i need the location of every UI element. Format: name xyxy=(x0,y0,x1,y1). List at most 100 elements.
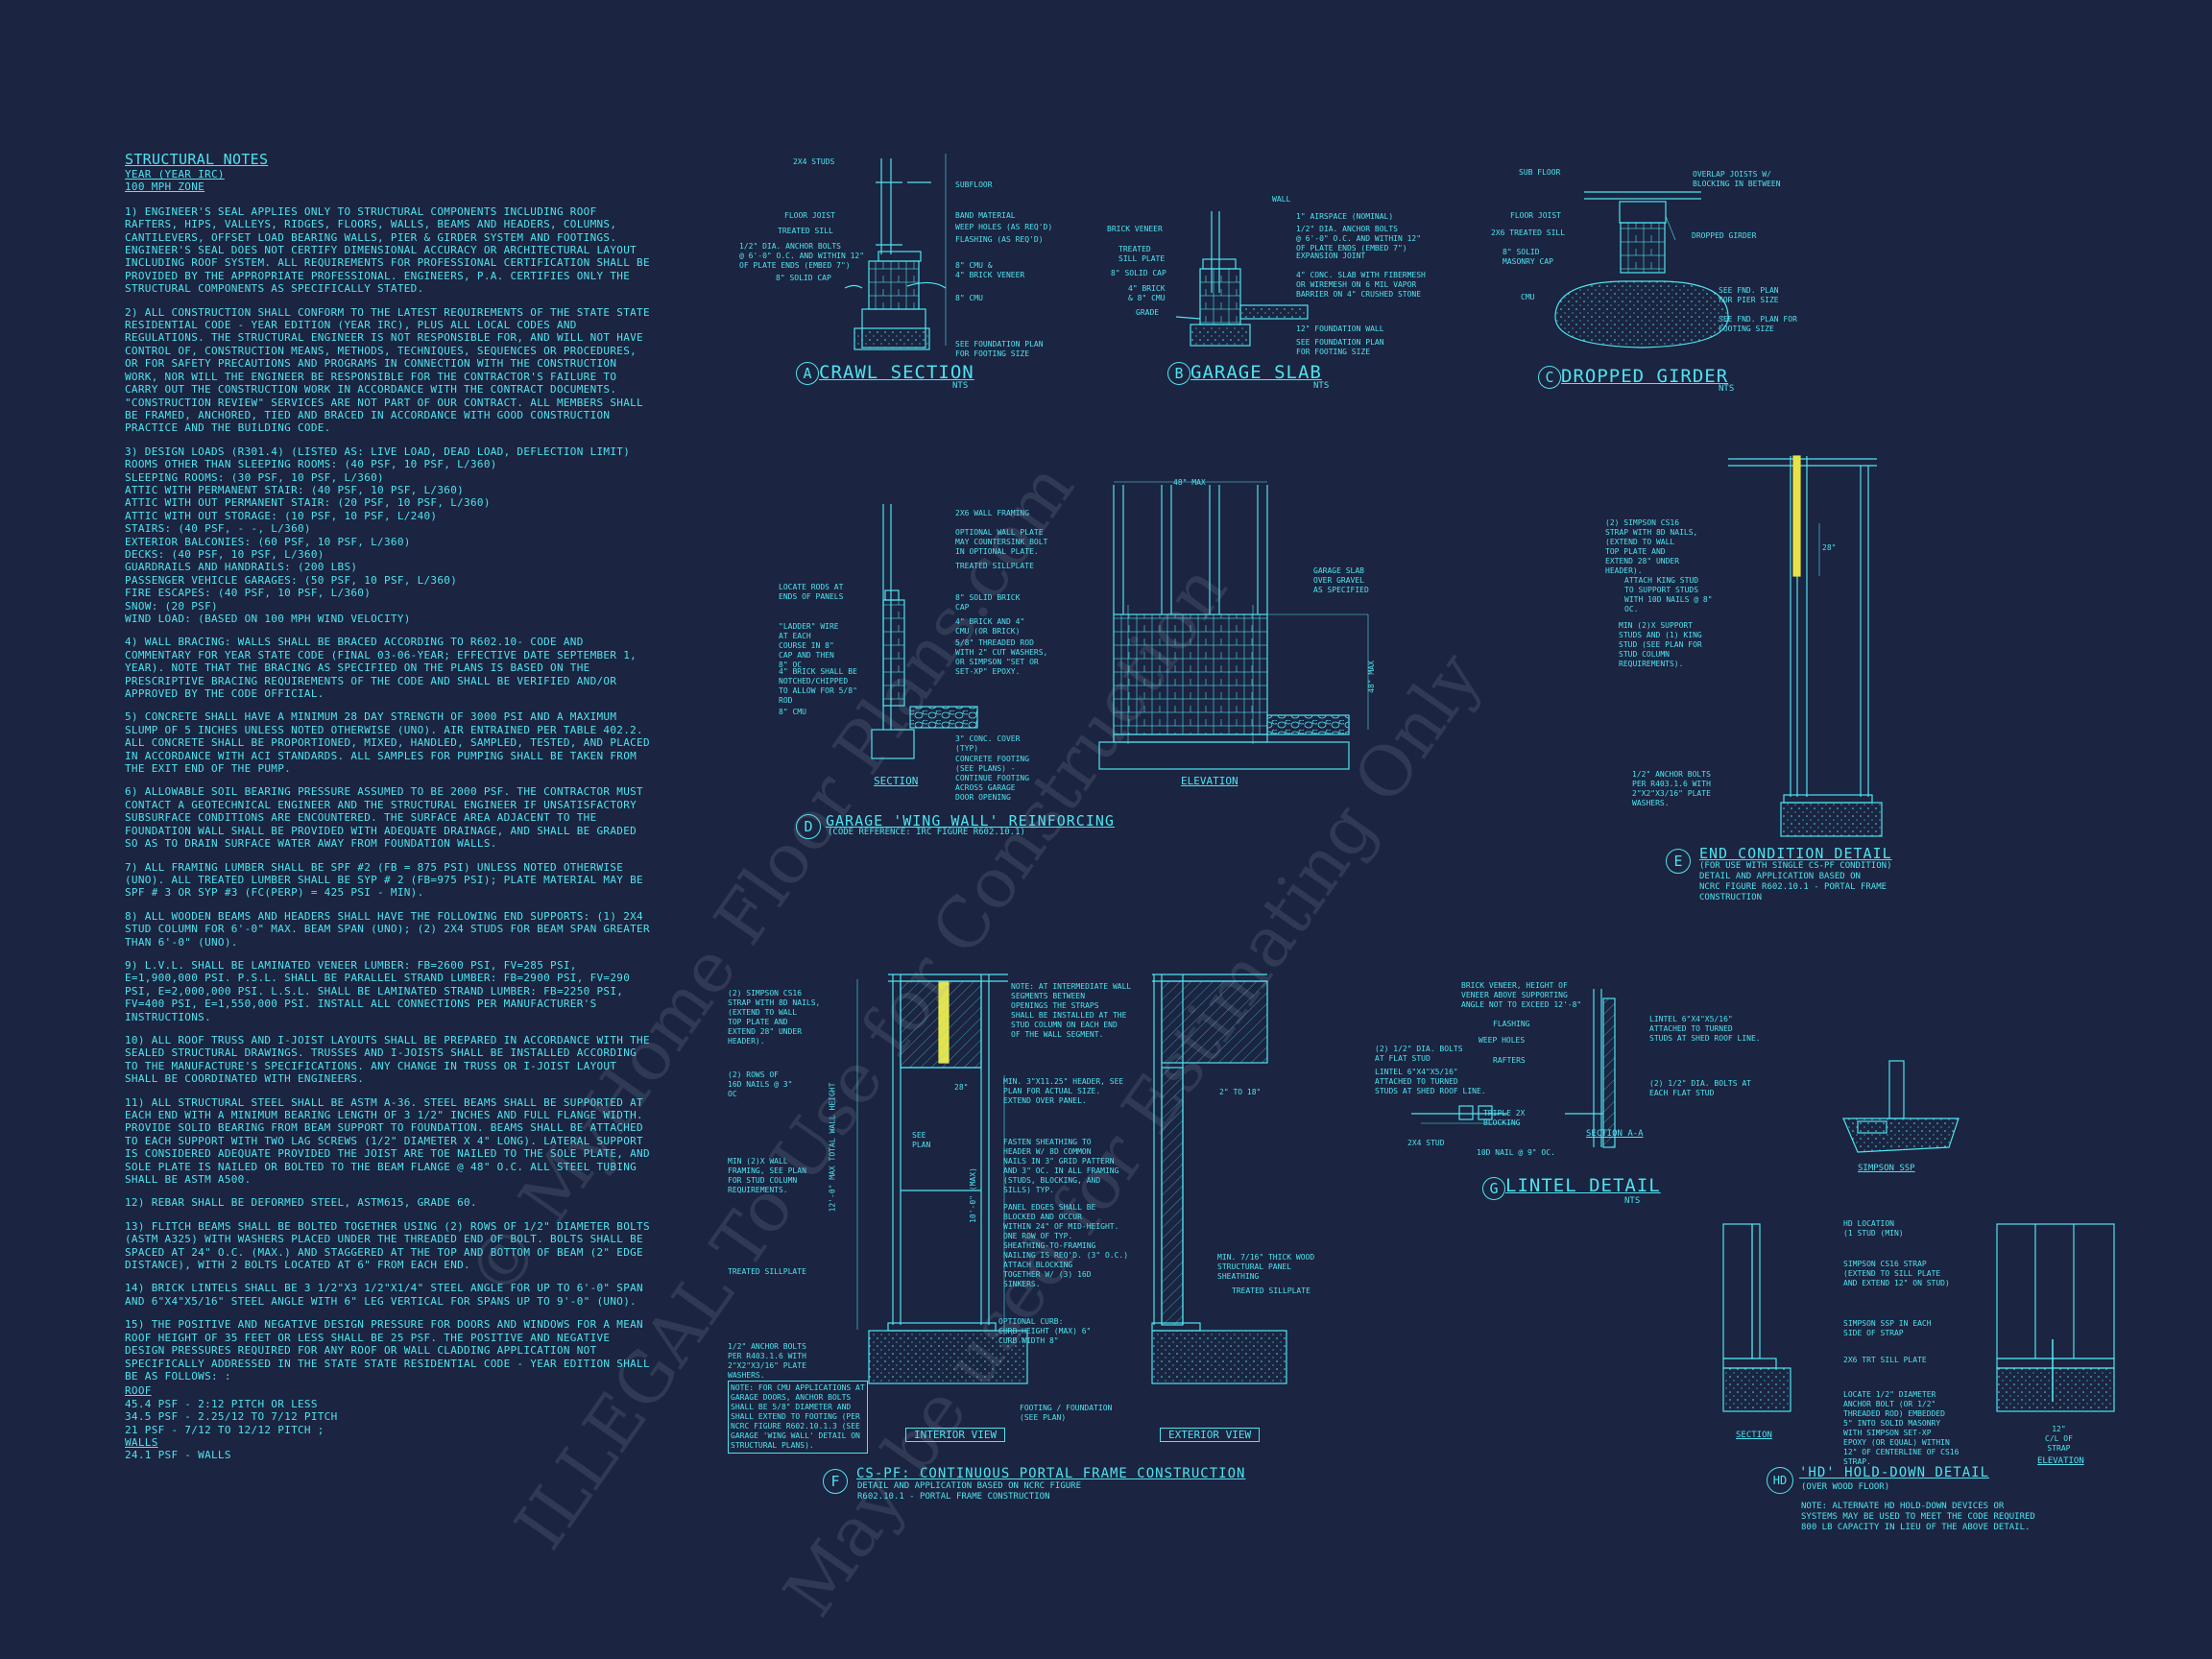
label-a: FLOOR JOIST xyxy=(784,211,835,220)
detail-c-bubble: C xyxy=(1538,366,1561,389)
label-c: OVERLAP JOISTS W/ BLOCKING IN BETWEEN xyxy=(1693,170,1781,188)
label-b: 1" AIRSPACE (NOMINAL) xyxy=(1296,212,1394,221)
structural-notes: STRUCTURAL NOTES YEAR (YEAR IRC) 100 mph… xyxy=(125,152,651,1462)
label-c: CMU xyxy=(1521,293,1535,301)
detail-b-title: GARAGE SLAB xyxy=(1190,362,1322,383)
detail-hd-title: 'HD' HOLD-DOWN DETAIL xyxy=(1799,1465,1990,1480)
detail-hd-section: SECTION xyxy=(1736,1431,1772,1440)
label-e: 1/2" ANCHOR BOLTS PER R403.1.6 WITH 2"x2… xyxy=(1632,770,1711,807)
label-f: NOTE: FOR CMU APPLICATIONS AT GARAGE DOO… xyxy=(728,1381,868,1454)
note-1: 1) ENGINEER'S SEAL APPLIES ONLY TO STRUC… xyxy=(125,204,650,296)
label-e: ATTACH KING STUD TO SUPPORT STUDS WITH 1… xyxy=(1624,576,1713,613)
note-8: 8) ALL WOODEN BEAMS AND HEADERS SHALL HA… xyxy=(125,909,650,949)
detail-f-exterior: EXTERIOR VIEW xyxy=(1160,1428,1261,1442)
label-b: 1/2" DIA. ANCHOR BOLTS @ 6'-0" O.C. AND … xyxy=(1296,225,1422,252)
load-line: ATTIC WITH OUT STORAGE: (10 PSF, 10 PSF,… xyxy=(125,509,438,522)
note-2: 2) ALL CONSTRUCTION SHALL CONFORM TO THE… xyxy=(125,305,650,435)
note-10: 10) ALL ROOF TRUSS AND I-JOIST LAYOUTS S… xyxy=(125,1033,650,1086)
detail-hd-simpson: SIMPSON SSP xyxy=(1858,1164,1915,1173)
label-f: TREATED SILLPLATE xyxy=(728,1267,806,1276)
label-f: (2) ROWS OF 16d NAILS @ 3" OC xyxy=(728,1070,793,1098)
detail-hd-sub: (OVER WOOD FLOOR) xyxy=(1801,1482,1890,1492)
label-c: 2x6 TREATED SILL xyxy=(1491,228,1566,237)
detail-hd-bubble: HD xyxy=(1767,1467,1793,1494)
label-c: DROPPED GIRDER xyxy=(1692,231,1757,240)
detail-d-section-label: SECTION xyxy=(874,775,919,787)
detail-b-drawing xyxy=(1175,211,1309,347)
detail-g-section: SECTION A-A xyxy=(1586,1129,1644,1139)
label-d: OPTIONAL WALL PLATE MAY COUNTERSINK BOLT… xyxy=(955,528,1048,556)
detail-g-title: LINTEL DETAIL xyxy=(1505,1175,1661,1196)
note-13: 13) FLITCH BEAMS SHALL BE BOLTED TOGETHE… xyxy=(125,1219,650,1272)
label-f: MIN. 7/16" THICK WOOD STRUCTURAL PANEL S… xyxy=(1217,1253,1315,1281)
label-g: WEEP HOLES xyxy=(1479,1036,1526,1045)
label-b: 8" SOLID CAP xyxy=(1111,269,1166,277)
roof-item: 21 PSF - 7/12 TO 12/12 PITCH ; xyxy=(125,1423,325,1436)
detail-a-drawing xyxy=(844,154,947,350)
detail-d-title: GARAGE 'WING WALL' REINFORCING xyxy=(826,812,1115,830)
detail-a-scale: NTS xyxy=(952,381,969,391)
detail-a-title: CRAWL SECTION xyxy=(819,362,974,383)
label-hd: 2x6 TRT SILL PLATE xyxy=(1843,1356,1927,1364)
load-line: EXTERIOR BALCONIES: (60 PSF, 10 PSF, L/3… xyxy=(125,535,411,548)
label-b: 4" CONC. SLAB WITH FIBERMESH OR WIREMESH… xyxy=(1296,271,1426,299)
load-line: PASSENGER VEHICLE GARAGES: (50 PSF, 10 P… xyxy=(125,573,458,587)
label-hd: SIMPSON SSP IN EACH SIDE OF STRAP xyxy=(1843,1319,1932,1337)
detail-c-title: DROPPED GIRDER xyxy=(1561,366,1729,387)
load-line: FIRE ESCAPES: (40 PSF, 10 PSF, L/360) xyxy=(125,587,372,600)
label-e: (2) SIMPSON CS16 STRAP WITH 8d NAILS, (E… xyxy=(1605,518,1698,575)
note-5: 5) CONCRETE SHALL HAVE A MINIMUM 28 DAY … xyxy=(125,710,650,776)
notes-header: STRUCTURAL NOTES xyxy=(125,151,269,168)
detail-e-sub: (FOR USE WITH SINGLE CS-PF CONDITION) DE… xyxy=(1699,861,1892,902)
label-a: 8" SOLID CAP xyxy=(776,274,831,282)
detail-d-sub: (CODE REFERENCE: IRC FIGURE R602.10.1) xyxy=(828,828,1025,837)
detail-g-bubble: G xyxy=(1482,1177,1505,1200)
detail-f-bubble: F xyxy=(823,1469,848,1494)
load-line: ATTIC WITH PERMANENT STAIR: (40 PSF, 10 … xyxy=(125,483,465,496)
label-e: MIN (2)X SUPPORT STUDS AND (1) KING STUD… xyxy=(1619,621,1702,668)
label-b: BRICK VENEER xyxy=(1107,225,1163,233)
detail-f-vert-2: 10'-0" (MAX) xyxy=(968,1167,977,1223)
label-c: 8" SOLID MASONRY CAP xyxy=(1503,248,1553,266)
load-line: 3) DESIGN LOADS (R301.4) (LISTED AS: LIV… xyxy=(125,445,631,458)
label-g: (2) 1/2" DIA. BOLTS AT FLAT STUD xyxy=(1375,1045,1463,1063)
label-b: SEE FOUNDATION PLAN FOR FOOTING SIZE xyxy=(1296,338,1384,356)
label-d: 8" CMU xyxy=(779,708,806,716)
note-14: 14) BRICK LINTELS SHALL BE 3 1/2"x3 1/2"… xyxy=(125,1282,643,1308)
label-g: 2x4 STUD xyxy=(1407,1139,1445,1147)
label-f: FASTEN SHEATHING TO HEADER W/ 8d COMMON … xyxy=(1003,1138,1119,1194)
label-b: GRADE xyxy=(1136,308,1160,317)
detail-d-bubble: D xyxy=(796,814,821,839)
notes-wind-zone: 100 mph ZONE xyxy=(125,180,205,194)
detail-hd-drawing xyxy=(1722,1060,2115,1412)
label-g: (2) 1/2" DIA. BOLTS AT EACH FLAT STUD xyxy=(1649,1079,1751,1097)
label-a: 8" CMU & 4" BRICK VENEER xyxy=(955,261,1025,279)
label-a: WEEP HOLES (AS REQ'D) xyxy=(955,223,1053,231)
label-g: 10d NAIL @ 9" OC. xyxy=(1477,1148,1555,1157)
walls-label: WALLS xyxy=(125,1435,158,1449)
label-hd: SIMPSON CS16 STRAP (EXTEND TO SILL PLATE… xyxy=(1843,1260,1950,1287)
detail-hd-dim: 12" C/L OF STRAP xyxy=(2045,1425,2073,1453)
load-line: ROOMS OTHER THAN SLEEPING ROOMS: (40 PSF… xyxy=(125,458,497,471)
label-b: 12" FOUNDATION WALL xyxy=(1296,325,1384,333)
note-4: 4) WALL BRACING: WALLS SHALL BE BRACED A… xyxy=(125,636,637,701)
note-12: 12) REBAR SHALL BE DEFORMED STEEL, ASTM6… xyxy=(125,1196,477,1210)
label-g: LINTEL 6"x4"x5/16" ATTACHED TO TURNED ST… xyxy=(1375,1068,1486,1095)
note-15: 15) THE POSITIVE AND NEGATIVE DESIGN PRE… xyxy=(125,1318,650,1382)
label-a: FLASHING (AS REQ'D) xyxy=(955,235,1044,244)
label-d: 5/8" THREADED ROD WITH 2" CUT WASHERS, O… xyxy=(955,638,1048,676)
label-a: BAND MATERIAL xyxy=(955,211,1016,220)
label-g: TRIPLE 2x BLOCKING xyxy=(1483,1109,1526,1127)
label-b: TREATED SILL PLATE xyxy=(1118,245,1166,263)
detail-e-bubble: E xyxy=(1666,849,1691,874)
roof-item: 45.4 PSF - 2:12 PITCH OR LESS xyxy=(125,1397,318,1410)
detail-hd-elevation: ELEVATION xyxy=(2037,1456,2084,1466)
detail-d-elevation-label: ELEVATION xyxy=(1181,775,1238,787)
label-d: CONCRETE FOOTING (SEE PLANS) - CONTINUE … xyxy=(955,755,1030,802)
detail-f-sub: DETAIL AND APPLICATION BASED ON NCRC FIG… xyxy=(857,1481,1081,1502)
label-d: TREATED SILLPLATE xyxy=(955,562,1034,570)
note-6: 6) ALLOWABLE SOIL BEARING PRESSURE ASSUM… xyxy=(125,785,643,851)
label-b: EXPANSION JOINT xyxy=(1296,252,1366,260)
walls-item: 24.1 PSF - WALLS xyxy=(125,1449,231,1462)
